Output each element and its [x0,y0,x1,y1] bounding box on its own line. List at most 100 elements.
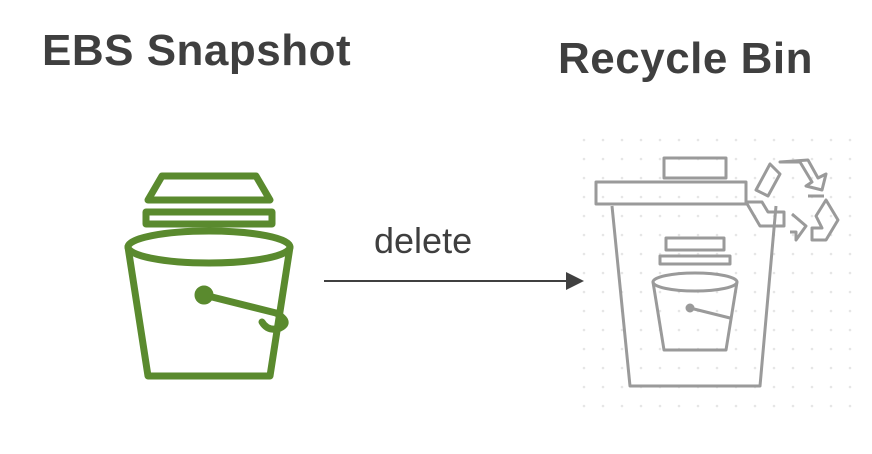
grid-dot [677,404,681,408]
grid-dot [601,309,605,313]
grid-dot [658,233,662,237]
bucket-icon [124,172,294,380]
grid-dot [677,138,681,142]
grid-dot [715,366,719,370]
grid-dot [620,195,624,199]
grid-dot [772,328,776,332]
grid-dot [639,328,643,332]
grid-dot [753,138,757,142]
grid-dot [620,328,624,332]
grid-dot [639,309,643,313]
grid-dot [829,347,833,351]
grid-dot [772,195,776,199]
grid-dot [639,195,643,199]
grid-dot [772,271,776,275]
grid-dot [620,347,624,351]
grid-dot [753,252,757,256]
grid-dot [753,347,757,351]
grid-dot [582,195,586,199]
grid-dot [810,290,814,294]
grid-dot [620,214,624,218]
grid-dot [582,366,586,370]
grid-dot [658,366,662,370]
grid-dot [601,328,605,332]
grid-dot [848,404,852,408]
grid-dot [620,385,624,389]
grid-dot [582,138,586,142]
grid-dot [658,176,662,180]
grid-dot [601,404,605,408]
grid-dot [620,138,624,142]
grid-dot [658,309,662,313]
grid-dot [620,233,624,237]
grid-dot [734,366,738,370]
grid-dot [601,366,605,370]
grid-dot [848,347,852,351]
grid-dot [772,347,776,351]
grid-dot [772,404,776,408]
grid-dot [582,385,586,389]
grid-dot [696,404,700,408]
grid-dot [810,347,814,351]
grid-dot [734,404,738,408]
grid-dot [810,157,814,161]
grid-dot [620,176,624,180]
grid-dot [791,404,795,408]
grid-dot [791,195,795,199]
grid-dot [734,176,738,180]
grid-dot [696,328,700,332]
grid-dot [601,214,605,218]
recycle-bin-icon [594,156,778,388]
grid-dot [582,309,586,313]
grid-dot [848,138,852,142]
grid-dot [772,290,776,294]
grid-dot [734,214,738,218]
grid-dot [677,233,681,237]
grid-dot [639,138,643,142]
grid-dot [753,309,757,313]
grid-dot [791,366,795,370]
grid-dot [582,290,586,294]
grid-dot [829,404,833,408]
grid-dot [772,138,776,142]
grid-dot [696,138,700,142]
grid-dot [639,214,643,218]
grid-dot [677,366,681,370]
grid-dot [810,309,814,313]
grid-dot [753,366,757,370]
grid-dot [658,195,662,199]
grid-dot [848,233,852,237]
grid-dot [658,138,662,142]
grid-dot [734,309,738,313]
grid-dot [734,233,738,237]
grid-dot [658,214,662,218]
grid-dot [715,195,719,199]
grid-dot [791,347,795,351]
grid-dot [829,176,833,180]
grid-dot [791,138,795,142]
grid-dot [582,176,586,180]
grid-dot [696,214,700,218]
grid-dot [620,366,624,370]
grid-dot [810,328,814,332]
grid-dot [791,176,795,180]
grid-dot [848,252,852,256]
grid-dot [601,176,605,180]
grid-dot [848,328,852,332]
grid-dot [848,271,852,275]
delete-arrow [324,272,584,290]
grid-dot [734,347,738,351]
grid-dot [639,366,643,370]
grid-dot [696,233,700,237]
grid-dot [829,138,833,142]
grid-dot [772,309,776,313]
grid-dot [829,290,833,294]
grid-dot [715,233,719,237]
grid-dot [582,347,586,351]
grid-dot [715,138,719,142]
grid-dot [753,404,757,408]
grid-dot [601,195,605,199]
grid-dot [639,157,643,161]
grid-dot [829,271,833,275]
